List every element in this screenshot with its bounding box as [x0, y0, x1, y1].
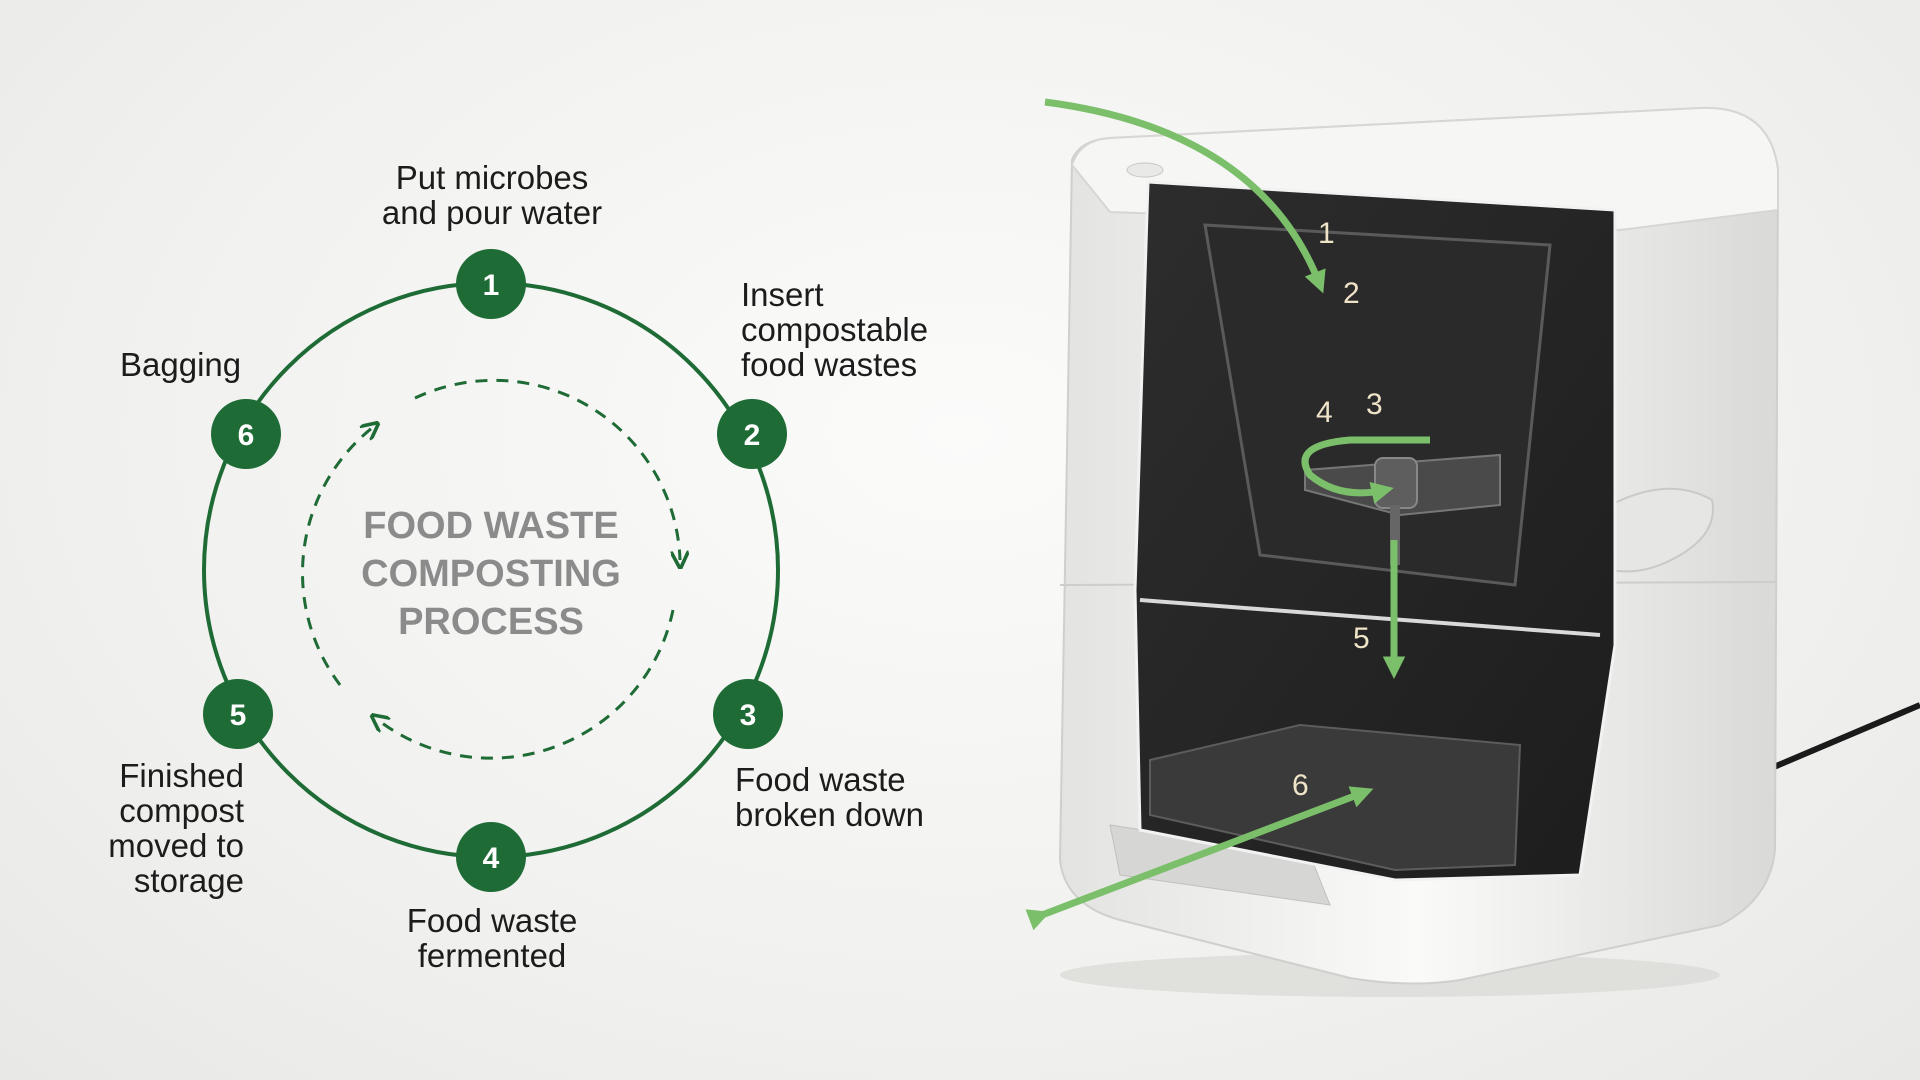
step-node-4: 4	[456, 822, 526, 892]
step-label-line: Food waste	[407, 902, 578, 939]
step-label-5: Finished compost moved to storage	[108, 757, 244, 899]
dashed-arrow-top-right	[414, 378, 680, 560]
dashed-arrow-bottom	[378, 609, 675, 760]
step-number: 4	[483, 842, 500, 875]
step-label-line: broken down	[735, 796, 924, 833]
step-number: 3	[740, 699, 757, 732]
device-marker-6: 6	[1292, 769, 1309, 802]
device-marker-3: 3	[1366, 388, 1383, 421]
process-cycle: FOOD WASTE COMPOSTING PROCESS 1 2 3 4 5 …	[108, 159, 928, 974]
device-marker-4: 4	[1316, 396, 1333, 429]
composter-device-illustration: 1 2 4 3 5 6	[1025, 98, 1920, 997]
step-number: 1	[483, 269, 500, 302]
center-title-line-3: PROCESS	[398, 601, 584, 643]
step-label-6: Bagging	[120, 346, 241, 383]
step-label-line: Food waste	[735, 761, 906, 798]
step-number: 5	[230, 699, 247, 732]
step-label-line: and pour water	[382, 194, 602, 231]
step-label-line: Bagging	[120, 346, 241, 383]
step-label-4: Food waste fermented	[407, 902, 578, 974]
flow-arrow-rotate	[1301, 436, 1430, 504]
step-label-2: Insert compostable food wastes	[741, 276, 928, 383]
step-label-3: Food waste broken down	[735, 761, 924, 833]
step-label-line: fermented	[418, 937, 567, 974]
step-label-line: Insert	[741, 276, 824, 313]
step-node-1: 1	[456, 249, 526, 319]
center-title-line-1: FOOD WASTE	[363, 505, 618, 547]
side-handle	[1584, 487, 1714, 573]
center-title-line-2: COMPOSTING	[361, 553, 621, 595]
step-label-line: moved to	[108, 827, 244, 864]
device-marker-1: 1	[1318, 217, 1335, 250]
lid-button	[1126, 162, 1164, 178]
step-label-1: Put microbes and pour water	[382, 159, 602, 231]
device-marker-2: 2	[1343, 277, 1360, 310]
step-node-6: 6	[211, 399, 281, 469]
step-label-line: compost	[119, 792, 244, 829]
step-number: 6	[238, 419, 255, 452]
step-label-line: Put microbes	[396, 159, 589, 196]
step-label-line: Finished	[119, 757, 244, 794]
step-label-line: storage	[134, 862, 244, 899]
step-node-3: 3	[713, 679, 783, 749]
step-node-5: 5	[203, 679, 273, 749]
flow-arrow-out	[1025, 786, 1374, 931]
step-node-2: 2	[717, 399, 787, 469]
power-cord	[1753, 702, 1920, 778]
device-marker-5: 5	[1353, 622, 1370, 655]
flow-arrow-input	[1044, 98, 1326, 294]
step-number: 2	[744, 419, 761, 452]
step-label-line: food wastes	[741, 346, 917, 383]
step-label-line: compostable	[741, 311, 928, 348]
